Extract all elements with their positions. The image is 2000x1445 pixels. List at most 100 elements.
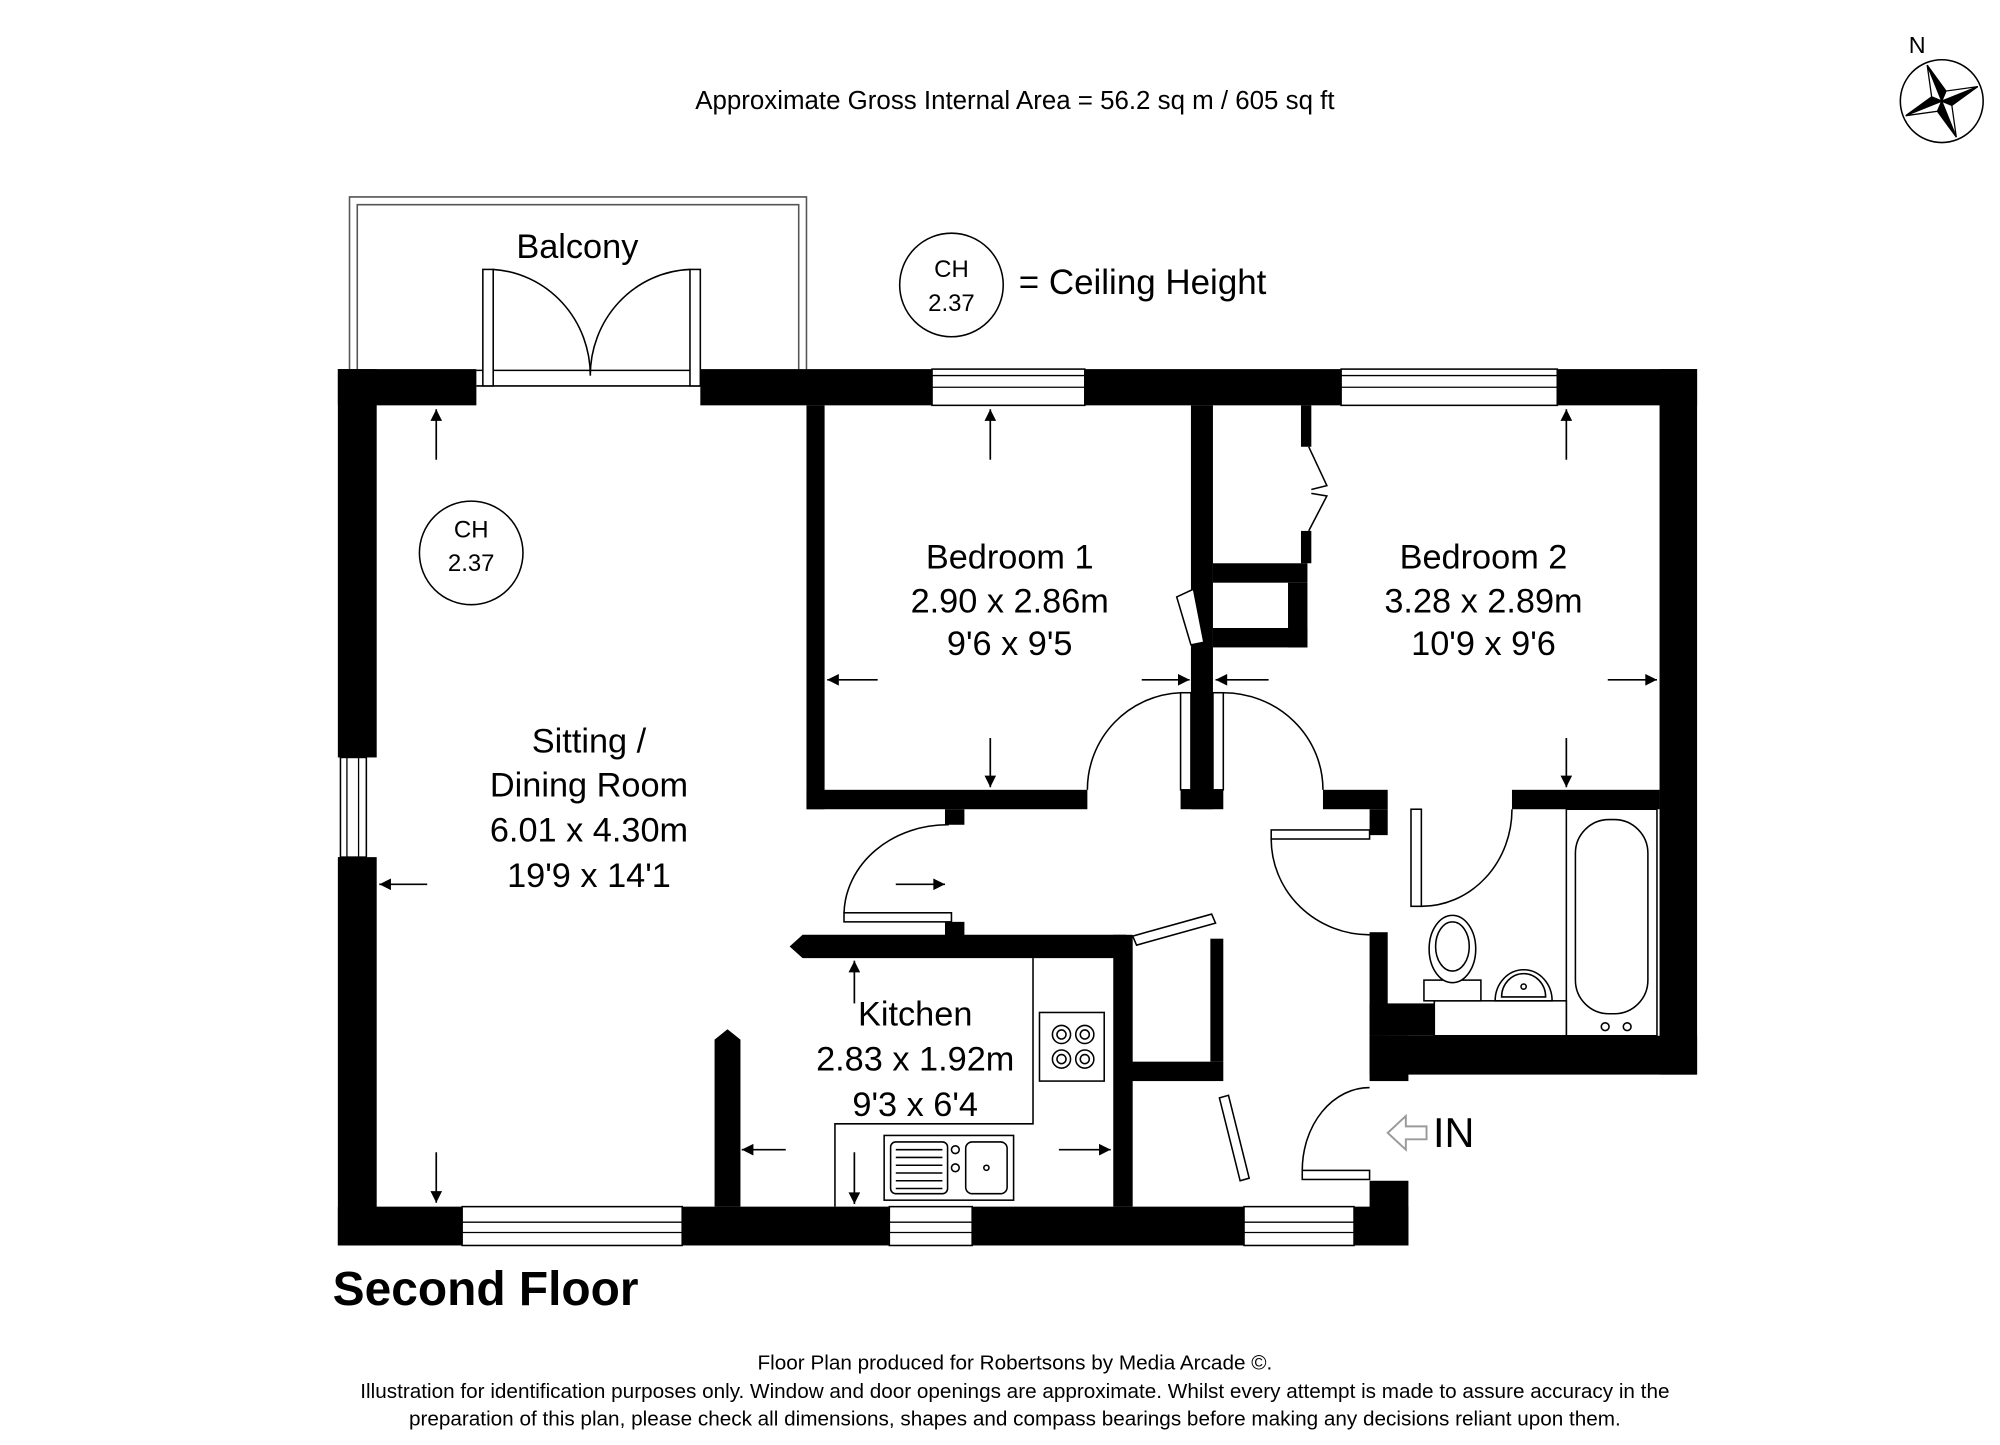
- room-size-metric: 3.28 x 2.89m: [1384, 582, 1582, 620]
- door-leaf: [689, 268, 702, 387]
- door-swing-arc: [493, 268, 592, 376]
- room-name: Dining Room: [490, 766, 688, 804]
- wall: [789, 934, 1127, 959]
- entrance: IN: [1386, 1110, 1474, 1156]
- footer: Floor Plan produced for Robertsons by Me…: [360, 1352, 1669, 1431]
- basin: [1494, 968, 1553, 1002]
- wall: [1369, 1035, 1409, 1082]
- door-leaf: [1270, 829, 1371, 840]
- wall: [972, 1206, 1245, 1246]
- wall: [1300, 530, 1312, 564]
- ch-marker-circle: [418, 500, 524, 606]
- balcony-outline-inner: [356, 203, 800, 372]
- wall: [1113, 934, 1133, 1207]
- room-size-imperial: 9'6 x 9'5: [947, 625, 1073, 663]
- kitchen: Kitchen 2.83 x 1.92m 9'3 x 6'4: [816, 995, 1014, 1124]
- windows: [339, 368, 1559, 1247]
- wall: [1369, 932, 1388, 1036]
- footer-disclaimer: Illustration for identification purposes…: [360, 1380, 1669, 1403]
- hob: [1038, 1011, 1105, 1082]
- ch-legend-circle: [898, 232, 1005, 338]
- wall: [714, 1029, 741, 1207]
- wall: [1212, 628, 1308, 648]
- floor-title: Second Floor: [333, 1263, 639, 1316]
- wall: [337, 857, 377, 1246]
- room-size-metric: 2.90 x 2.86m: [911, 582, 1109, 620]
- door-leaf: [843, 912, 953, 923]
- room-name: Sitting /: [532, 722, 647, 760]
- dimension-arrows: [379, 409, 1657, 1205]
- door-leaf: [1179, 691, 1192, 791]
- toilet: [1423, 914, 1482, 1002]
- entrance-door: [1301, 1086, 1371, 1181]
- footer-disclaimer: preparation of this plan, please check a…: [409, 1407, 1621, 1430]
- door-swing-arc: [1223, 691, 1324, 790]
- window: [931, 368, 1086, 407]
- room-name: Kitchen: [858, 995, 972, 1033]
- room-name: Bedroom 1: [926, 538, 1094, 576]
- cupboard-door: [1175, 588, 1205, 646]
- room-size-imperial: 10'9 x 9'6: [1411, 625, 1556, 663]
- window: [461, 1205, 683, 1247]
- wall: [1322, 789, 1388, 810]
- door-swing-arc: [1301, 1086, 1370, 1171]
- room-name: Bedroom 2: [1400, 538, 1568, 576]
- entrance-label: IN: [1433, 1110, 1474, 1156]
- ceiling-height-legend: CH 2.37 = Ceiling Height: [898, 232, 1267, 338]
- wall: [1084, 369, 1342, 406]
- bath: [1565, 808, 1658, 1037]
- wall: [1210, 938, 1224, 1062]
- ch-legend-value: 2.37: [928, 290, 975, 317]
- kitchen-sink: [883, 1134, 1015, 1201]
- entrance-arrow-icon: [1386, 1113, 1428, 1152]
- door-swing-arc: [1086, 691, 1181, 790]
- wall: [1369, 809, 1388, 836]
- doors: [476, 268, 1513, 1182]
- wall: [1511, 789, 1660, 810]
- door-swing-arc: [1270, 839, 1370, 936]
- room-size-metric: 2.83 x 1.92m: [816, 1041, 1014, 1079]
- cupboard-door: [1218, 1094, 1251, 1182]
- door-leaf: [1301, 1169, 1371, 1181]
- ch-marker-value: 2.37: [448, 550, 495, 577]
- wall: [337, 369, 377, 758]
- door-leaf: [1212, 691, 1225, 791]
- compass-ring: [1899, 58, 1984, 144]
- sitting-dining-room: CH 2.37 Sitting / Dining Room 6.01 x 4.3…: [418, 500, 688, 895]
- bathroom-hall-door: [1270, 829, 1371, 936]
- window: [1243, 1205, 1355, 1247]
- balcony: Balcony: [348, 196, 808, 372]
- ch-legend-label: CH: [934, 256, 969, 283]
- room-size-imperial: 9'3 x 6'4: [852, 1086, 978, 1124]
- bathroom-bedroom-door: [1410, 808, 1513, 908]
- sitting-room-door: [843, 823, 953, 923]
- window: [1340, 368, 1559, 407]
- bedroom-2: Bedroom 2 3.28 x 2.89m 10'9 x 9'6: [1384, 538, 1582, 663]
- window: [888, 1205, 973, 1247]
- wall: [806, 405, 825, 810]
- door-leaf: [1410, 808, 1423, 908]
- wall: [1369, 1035, 1698, 1075]
- bedroom-1: Bedroom 1 2.90 x 2.86m 9'6 x 9'5: [911, 538, 1109, 663]
- ch-legend-description: = Ceiling Height: [1019, 263, 1267, 302]
- wall: [700, 369, 933, 406]
- wall: [944, 921, 965, 938]
- gross-internal-area: Approximate Gross Internal Area = 56.2 s…: [695, 87, 1334, 115]
- door-swing-arc: [1421, 809, 1513, 908]
- walls: [337, 369, 1698, 1246]
- wardrobe-bifold-door: [1308, 446, 1329, 532]
- wall: [1190, 405, 1213, 810]
- wall: [337, 1206, 463, 1246]
- wall: [1369, 1180, 1409, 1246]
- room-size-imperial: 19'9 x 14'1: [507, 857, 671, 895]
- balcony-outline: [348, 196, 808, 372]
- wall: [944, 809, 965, 825]
- north-label: N: [1909, 32, 1926, 58]
- wall: [1180, 789, 1224, 810]
- balcony-french-doors: [476, 268, 702, 387]
- balcony-label: Balcony: [516, 228, 639, 266]
- kitchen-counter: [834, 958, 1034, 1207]
- wall: [1212, 563, 1308, 583]
- wall: [1659, 369, 1698, 1075]
